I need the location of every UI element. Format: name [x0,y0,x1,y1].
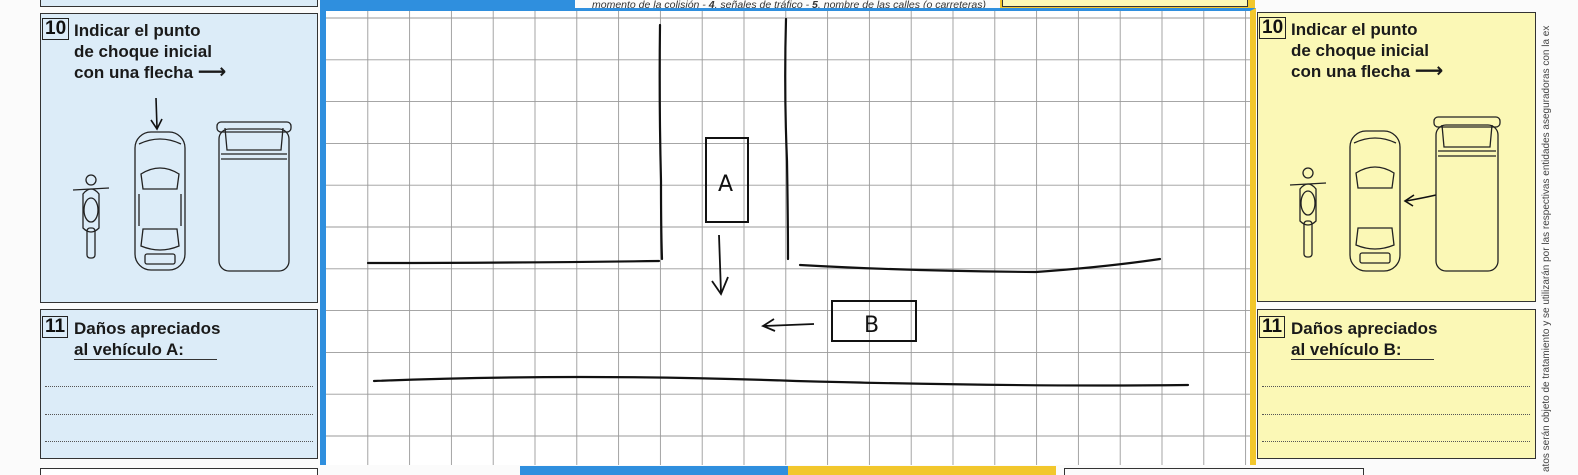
vehicle-b-impact-panel: 10 Indicar el punto de choque inicial co… [1257,12,1536,302]
caption-num: 5 [812,0,818,11]
caption-num: 4 [708,0,715,11]
section-title-line2: de choque inicial [1291,41,1429,60]
car-icon [134,131,186,271]
damage-entry-line[interactable] [45,441,313,442]
section-title-line1: Daños apreciados [74,319,221,338]
bottom-strip-right [1064,468,1364,475]
accident-sketch-area[interactable]: A B [320,8,1256,465]
section-number: 10 [42,18,70,40]
road-edge-bottom [372,375,1190,387]
section-title-line1: Indicar el punto [1291,20,1418,39]
road-edge-right-vertical [784,17,790,261]
vehicle-diagram [1289,116,1501,272]
title-underline [74,359,217,360]
van-icon [1433,116,1501,272]
vehicle-a-direction-arrow-icon [711,234,729,296]
motorcycle-icon [1289,167,1327,258]
handwritten-arrow-icon [1403,194,1437,207]
sketch-canvas[interactable]: A B [326,11,1250,465]
instruction-text: con una flecha [74,63,194,82]
caption-part: . nombre de las calles (o carreteras) [817,0,986,11]
section-title-line2: al vehículo A: [74,340,184,359]
section-title-line2: al vehículo B: [1291,340,1402,359]
handwritten-arrow-icon [150,97,163,131]
section-title-line1: Indicar el punto [74,21,201,40]
panel-b-top-edge [1002,0,1248,7]
caption-part: . señales de tráfico - [714,0,813,11]
vehicle-a-label: A [718,172,733,197]
caption-part: momento de la colisión - [592,0,709,11]
road-edge-left-vertical [658,23,664,261]
section-title-line3: con una flecha ⟶ [74,62,226,83]
privacy-side-note: atos serán objeto de tratamiento y se ut… [1541,25,1552,472]
title-underline [1291,359,1434,360]
van-icon [216,121,292,272]
section-number: 11 [1259,316,1286,338]
road-edge-top-left [366,259,661,265]
arrow-right-icon: ⟶ [197,61,227,83]
arrow-right-icon: ⟶ [1414,60,1444,82]
sketch-caption: momento de la colisión - 4. señales de t… [592,0,986,11]
section-title-line3: con una flecha ⟶ [1291,61,1443,82]
vehicle-a-impact-panel: 10 Indicar el punto de choque inicial co… [40,13,318,303]
panel-a-top-edge [40,0,318,7]
section-title-line1: Daños apreciados [1291,319,1438,338]
damage-entry-line[interactable] [1262,386,1530,387]
damage-entry-line[interactable] [1262,441,1530,442]
damage-entry-line[interactable] [1262,414,1530,415]
top-blue-strip [320,0,575,11]
bottom-strip-blue [520,466,788,475]
vehicle-b-direction-arrow-icon [761,318,815,332]
section-number: 11 [42,316,69,338]
instruction-text: con una flecha [1291,62,1411,81]
grid-lines [326,11,1250,465]
road-lines [366,17,1190,387]
car-icon [1349,130,1401,272]
section-number: 10 [1259,17,1287,39]
vehicle-a-damage-panel: 11 Daños apreciados al vehículo A: [40,309,318,459]
motorcycle-icon [72,174,110,259]
bottom-strip-yellow [788,466,1056,475]
section-title-line2: de choque inicial [74,42,212,61]
bottom-strip-left [40,468,318,475]
vehicle-b-box [831,300,917,342]
vehicle-a-box [705,137,749,223]
vehicle-b-damage-panel: 11 Daños apreciados al vehículo B: [1257,309,1536,459]
damage-entry-line[interactable] [45,386,313,387]
road-edge-top-right [798,257,1162,274]
vehicle-diagram [72,97,292,272]
vehicle-b-label: B [864,313,879,338]
damage-entry-line[interactable] [45,414,313,415]
